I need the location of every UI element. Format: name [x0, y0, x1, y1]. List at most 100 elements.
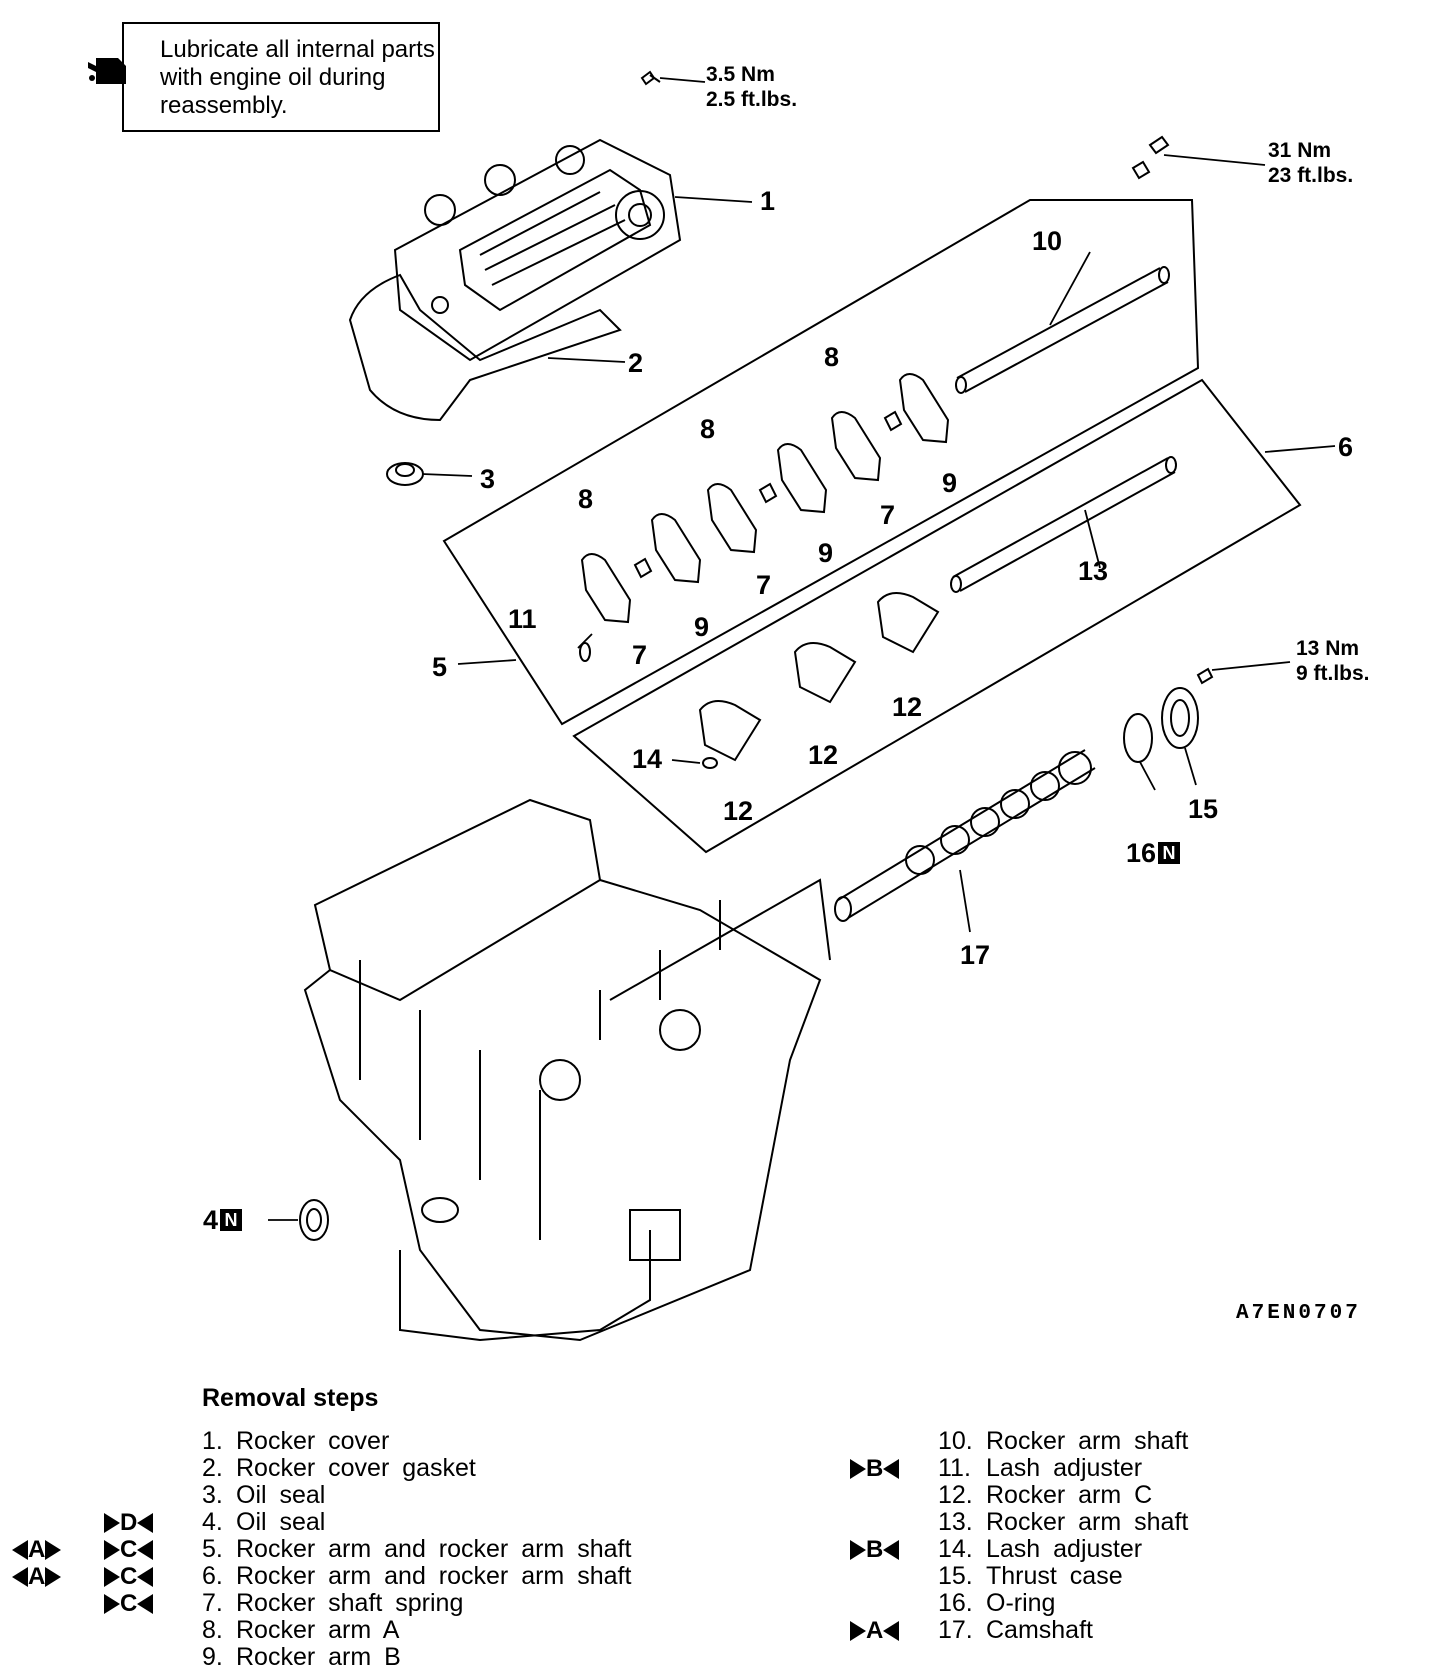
group-5-frame [442, 199, 1200, 726]
rocker-cover-gasket-part [348, 273, 622, 422]
step-name: Lash adjuster [986, 1535, 1143, 1563]
step-name: Rocker arm B [236, 1643, 401, 1671]
callout-13: 13 [1078, 556, 1109, 586]
step-number: 3. [202, 1481, 223, 1509]
rocker-arm-c-part [698, 592, 940, 762]
rocker-cover-part [393, 138, 682, 362]
step-number: 14. [938, 1535, 973, 1563]
step-name: Rocker arm and rocker arm shaft [236, 1562, 632, 1590]
rocker-arm-shaft-10-part [955, 266, 1170, 394]
bolt-31nm [1131, 135, 1170, 180]
new-part-badge: N [220, 1209, 243, 1231]
step-name: Rocker cover [236, 1427, 390, 1455]
step-name: Rocker arm and rocker arm shaft [236, 1535, 632, 1563]
callout-3: 3 [480, 464, 496, 494]
installation-service-mark: D [104, 1509, 154, 1536]
engine-block-part [303, 798, 831, 1342]
callout-2: 2 [628, 348, 644, 378]
step-number: 17. [938, 1616, 973, 1644]
step-name: Thrust case [986, 1562, 1123, 1590]
step-name: Rocker arm shaft [986, 1508, 1189, 1536]
step-number: 11. [938, 1454, 971, 1482]
installation-service-mark: B [850, 1536, 900, 1563]
callout-12-a: 12 [723, 796, 754, 826]
step-number: 10. [938, 1427, 973, 1455]
step-number: 4. [202, 1508, 223, 1536]
callout-15: 15 [1188, 794, 1219, 824]
removal-step: A 17. Camshaft [840, 1617, 1420, 1644]
callout-17: 17 [960, 940, 991, 970]
new-part-badge: N [1158, 842, 1181, 864]
callout-1: 1 [760, 186, 776, 216]
step-name: Rocker shaft spring [236, 1589, 464, 1617]
group-6-frame [572, 378, 1302, 854]
step-name: Camshaft [986, 1616, 1093, 1644]
oil-can-icon [88, 58, 126, 84]
step-number: 16. [938, 1589, 973, 1617]
step-number: 9. [202, 1643, 223, 1671]
step-number: 5. [202, 1535, 223, 1563]
bolt-13nm [1196, 667, 1214, 685]
callout-9-c: 9 [942, 468, 958, 498]
installation-service-mark: C [104, 1536, 154, 1563]
rocker-shaft-springs-part [633, 410, 903, 579]
bolt-3-5nm [640, 70, 661, 86]
removal-step: A C 5. Rocker arm and rocker arm shaft [0, 1536, 780, 1563]
removal-step: 13. Rocker arm shaft [840, 1509, 1420, 1536]
installation-service-mark: B [850, 1455, 900, 1482]
o-ring-part [1123, 713, 1153, 763]
step-name: O-ring [986, 1589, 1056, 1617]
callout-7-b: 7 [756, 570, 772, 600]
rocker-arm-shaft-13-part [950, 456, 1177, 593]
installation-service-mark: A [850, 1617, 900, 1644]
removal-steps-title: Removal steps [202, 1384, 379, 1412]
step-number: 15. [938, 1562, 973, 1590]
thrust-case-part [1161, 687, 1199, 749]
callout-12-c: 12 [892, 692, 923, 722]
removal-service-mark: A [12, 1536, 62, 1563]
callout-8-a: 8 [578, 484, 594, 514]
callout-10: 10 [1032, 226, 1063, 256]
step-number: 6. [202, 1562, 223, 1590]
step-number: 1. [202, 1427, 223, 1455]
step-number: 8. [202, 1616, 223, 1644]
lash-adjuster-11-part [579, 642, 591, 662]
removal-service-mark: A [12, 1563, 62, 1590]
removal-step: 16. O-ring [840, 1590, 1420, 1617]
removal-step: 2. Rocker cover gasket [0, 1455, 780, 1482]
callout-11: 11 [508, 604, 537, 634]
callout-9-b: 9 [818, 538, 834, 568]
step-number: 2. [202, 1454, 223, 1482]
oil-seal-3-part [386, 462, 424, 486]
removal-step: B 11. Lash adjuster [840, 1455, 1420, 1482]
removal-steps-left-list: 1. Rocker cover 2. Rocker cover gasket 3. Oil… [0, 1428, 780, 1671]
figure-code: A7EN0707 [1236, 1302, 1361, 1325]
step-name: Oil seal [236, 1508, 326, 1536]
step-name: Rocker arm shaft [986, 1427, 1189, 1455]
lubrication-note-box: Lubricate all internal parts with engine… [88, 22, 440, 132]
removal-step: 10. Rocker arm shaft [840, 1428, 1420, 1455]
step-number: 7. [202, 1589, 223, 1617]
rocker-arms-part [580, 373, 950, 624]
callout-9-a: 9 [694, 612, 710, 642]
callout-5: 5 [432, 652, 448, 682]
removal-step: B 14. Lash adjuster [840, 1536, 1420, 1563]
removal-step: 15. Thrust case [840, 1563, 1420, 1590]
callout-7-c: 7 [880, 500, 896, 530]
step-name: Lash adjuster [986, 1454, 1143, 1482]
step-number: 13. [938, 1508, 973, 1536]
step-name: Rocker arm A [236, 1616, 400, 1644]
removal-step: 8. Rocker arm A [0, 1617, 780, 1644]
lash-adjuster-14-part [702, 757, 718, 769]
step-name: Rocker cover gasket [236, 1454, 476, 1482]
step-number: 12. [938, 1481, 973, 1509]
callout-7-a: 7 [632, 640, 648, 670]
camshaft-part [834, 749, 1096, 922]
callout-12-b: 12 [808, 740, 839, 770]
